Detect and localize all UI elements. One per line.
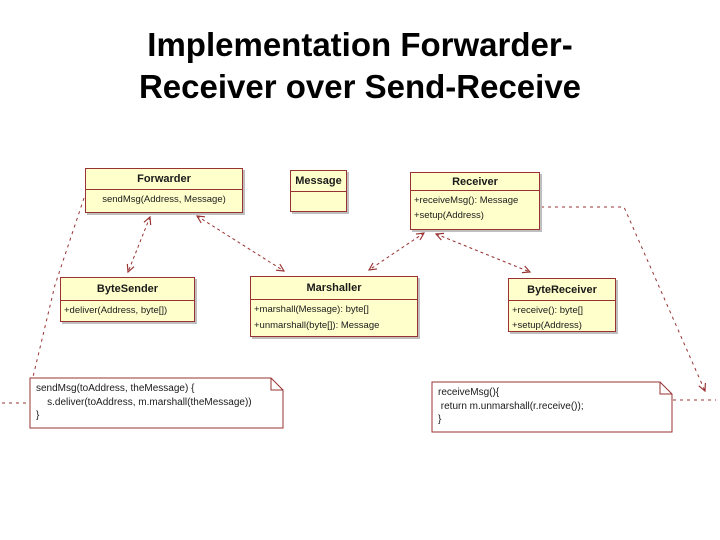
send-note-line2: s.deliver(toAddress, m.marshall(theMessa… bbox=[36, 396, 252, 408]
class-message-members bbox=[291, 192, 346, 196]
edge-forwarder-bytesender bbox=[128, 217, 150, 272]
send-code-note: sendMsg(toAddress, theMessage) { s.deliv… bbox=[30, 378, 283, 428]
member-marshall: +marshall(Message): byte[] bbox=[254, 304, 369, 315]
class-marshaller-name: Marshaller bbox=[251, 277, 417, 300]
member-unmarshall: +unmarshall(byte[]): Message bbox=[254, 320, 380, 331]
member-receivemsg: +receiveMsg(): Message bbox=[414, 195, 519, 206]
class-bytereceiver-members: +receive(): byte[] +setup(Address) bbox=[509, 301, 615, 335]
slide-title: Implementation Forwarder- Receiver over … bbox=[0, 24, 720, 108]
class-bytereceiver-name: ByteReceiver bbox=[509, 279, 615, 301]
member-setup: +setup(Address) bbox=[414, 210, 484, 221]
receive-note-line3: } bbox=[438, 414, 442, 425]
class-bytereceiver: ByteReceiver +receive(): byte[] +setup(A… bbox=[508, 278, 616, 332]
class-bytesender-members: +deliver(Address, byte[]) bbox=[61, 301, 194, 320]
class-receiver: Receiver +receiveMsg(): Message +setup(A… bbox=[410, 172, 540, 230]
receive-note-outline bbox=[431, 381, 673, 433]
edge-receiver-receivenote bbox=[541, 206, 705, 391]
member-deliver: +deliver(Address, byte[]) bbox=[64, 305, 168, 316]
receive-note-line1: receiveMsg(){ bbox=[438, 387, 500, 398]
class-receiver-name: Receiver bbox=[411, 173, 539, 191]
class-forwarder-members: sendMsg(Address, Message) bbox=[86, 190, 242, 209]
member-setup2: +setup(Address) bbox=[512, 320, 582, 331]
send-note-line3: } bbox=[36, 410, 40, 421]
slide-title-line2: Receiver over Send-Receive bbox=[138, 68, 582, 105]
class-bytesender-name: ByteSender bbox=[61, 278, 194, 301]
class-forwarder-name: Forwarder bbox=[86, 169, 242, 190]
send-note-fold-icon bbox=[270, 378, 283, 391]
class-message-name: Message bbox=[291, 171, 346, 192]
note-attachment-lines bbox=[2, 197, 716, 404]
edge-receiver-marshaller bbox=[369, 233, 424, 270]
note-outlines bbox=[29, 377, 673, 433]
edge-forwarder-marshaller bbox=[197, 216, 284, 271]
class-marshaller: Marshaller +marshall(Message): byte[] +u… bbox=[250, 276, 418, 337]
receive-note-line2: return m.unmarshall(r.receive()); bbox=[438, 400, 584, 412]
dependency-arrows bbox=[128, 216, 530, 272]
slide-title-line1: Implementation Forwarder- bbox=[147, 26, 573, 63]
member-receive: +receive(): byte[] bbox=[512, 305, 584, 316]
receive-note-fold-icon bbox=[659, 382, 672, 395]
class-message: Message bbox=[290, 170, 347, 212]
class-receiver-members: +receiveMsg(): Message +setup(Address) bbox=[411, 191, 539, 225]
receive-code-note: receiveMsg(){ return m.unmarshall(r.rece… bbox=[432, 382, 672, 432]
class-forwarder: Forwarder sendMsg(Address, Message) bbox=[85, 168, 243, 213]
class-bytesender: ByteSender +deliver(Address, byte[]) bbox=[60, 277, 195, 322]
send-note-line1: sendMsg(toAddress, theMessage) { bbox=[36, 383, 195, 394]
edge-sendnote-forwarder bbox=[32, 197, 85, 378]
member-sendmsg: sendMsg(Address, Message) bbox=[102, 194, 226, 205]
edge-receiver-bytereceiver bbox=[436, 234, 530, 272]
send-note-outline bbox=[29, 377, 284, 429]
class-marshaller-members: +marshall(Message): byte[] +unmarshall(b… bbox=[251, 300, 417, 336]
